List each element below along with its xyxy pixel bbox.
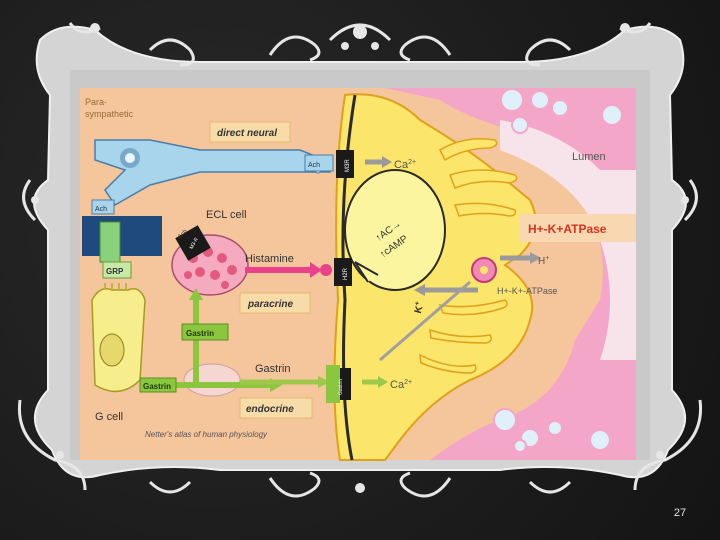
k-plus-label: K+ — [412, 301, 427, 315]
physiology-diagram — [80, 88, 636, 461]
ach-label-left: Ach — [95, 206, 107, 213]
mucosa-region — [385, 88, 636, 460]
parasympathetic-neuron — [94, 139, 331, 206]
gastrin-receptor-label: Gastrin — [338, 379, 344, 395]
source-caption: Netter's atlas of human physiology — [145, 430, 268, 439]
parasympathetic-label-line2: sympathetic — [85, 109, 134, 119]
ecl-m3-receptor-label: M3-R — [189, 236, 201, 250]
m3r-receptor — [336, 150, 354, 178]
capillary — [183, 363, 241, 397]
gastrin-hormone-label: Gastrin — [255, 363, 290, 375]
ach-label-terminal: Ach — [308, 162, 320, 169]
proton-pump-label: H+-K+-ATPase — [497, 286, 557, 296]
grp-label: GRP — [106, 267, 124, 276]
signal-arrows — [140, 156, 541, 392]
ca-upper-label: Ca2+ — [394, 159, 416, 171]
lumen-region — [500, 120, 636, 360]
g-cell-label: G cell — [95, 411, 123, 423]
paracrine-label: paracrine — [247, 299, 293, 310]
gastrin-box-label-lower: Gastrin — [143, 382, 171, 391]
proton-pump-title: H+-K+ATPase — [528, 222, 607, 236]
ca-lower-label: Ca2+ — [390, 379, 412, 391]
second-messenger-bubble — [344, 169, 446, 291]
h2r-receptor — [334, 258, 352, 286]
gastrin-box-label-upper: Gastrin — [186, 329, 214, 338]
direct-neural-label: direct neural — [217, 128, 277, 139]
m3r-receptor-label: M3R — [345, 159, 351, 172]
parasympathetic-label: Para- — [85, 97, 107, 107]
slide-number: 27 — [673, 507, 687, 519]
endocrine-label: endocrine — [246, 404, 294, 415]
vagal-block — [82, 216, 162, 256]
h-plus-label: H+ — [538, 255, 549, 267]
histamine-label: Histamine — [245, 253, 294, 265]
ecl-cell-label: ECL cell — [206, 209, 247, 221]
h2r-receptor-label: H2R — [343, 267, 349, 280]
ach-label-ecl: Ach — [177, 229, 189, 241]
proton-pump-title-box — [520, 214, 636, 242]
lumen-label: Lumen — [572, 151, 606, 163]
